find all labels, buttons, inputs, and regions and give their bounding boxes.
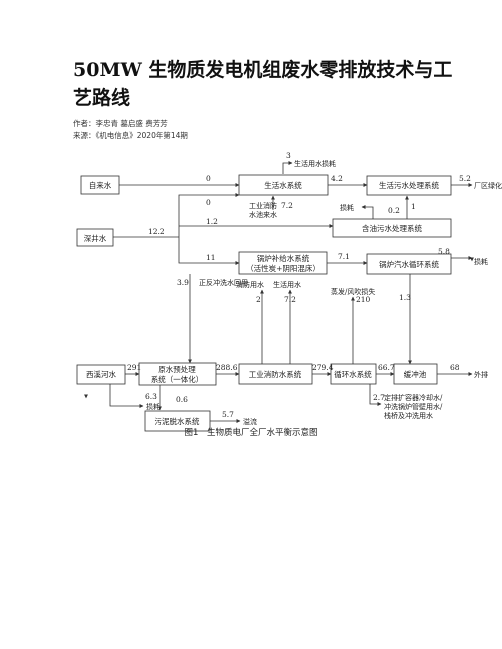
water-balance-diagram: 自来水 深井水 西溪河水 生活水系统 生活污水处理系统 含油污水处理系统 锅炉补… bbox=[76, 151, 502, 432]
note-overflow: 溢流 bbox=[243, 417, 257, 426]
flow-0-2: 0.2 bbox=[388, 206, 400, 215]
article-title-line2: 艺路线 bbox=[73, 87, 131, 109]
flow-0-tap: 0 bbox=[206, 174, 211, 183]
note-domestic-use: 生活用水 bbox=[273, 280, 301, 289]
svg-text:循环水系统: 循环水系统 bbox=[334, 369, 372, 379]
flow-3: 3 bbox=[286, 151, 291, 160]
box-sludge: 污泥脱水系统 bbox=[144, 410, 211, 432]
note-backwash: 正反冲洗水回用 bbox=[199, 278, 248, 287]
svg-text:原水预处理: 原水预处理 bbox=[158, 364, 196, 374]
svg-text:自来水: 自来水 bbox=[89, 180, 112, 190]
flow-6-3: 6.3 bbox=[145, 392, 157, 401]
flow-2-fire: 2 bbox=[256, 295, 261, 304]
note-plant-green: 厂区绿化 bbox=[474, 181, 502, 190]
svg-text:（活性炭+阴阳混床）: （活性炭+阴阳混床） bbox=[246, 263, 320, 273]
box-domestic-water: 生活水系统 bbox=[238, 174, 329, 196]
svg-text:含油污水处理系统: 含油污水处理系统 bbox=[362, 223, 422, 233]
note-fire-use: 消防用水 bbox=[236, 280, 264, 289]
box-boiler-steam: 锅炉汽水循环系统 bbox=[366, 253, 452, 275]
box-tap-water: 自来水 bbox=[80, 175, 120, 195]
svg-text:锅炉补给水系统: 锅炉补给水系统 bbox=[257, 253, 310, 263]
article-source: 来源：《机电信息》2020年第14期 bbox=[73, 131, 188, 140]
flow-68: 68 bbox=[450, 363, 460, 372]
note-sewage-loss: 损耗 bbox=[340, 203, 354, 212]
flow-7-2-domestic: 7.2 bbox=[284, 295, 296, 304]
flow-7-1: 7.1 bbox=[338, 252, 350, 261]
flow-66-7: 66.7 bbox=[378, 363, 395, 372]
flow-5-2: 5.2 bbox=[459, 174, 471, 183]
svg-text:西溪河水: 西溪河水 bbox=[86, 369, 116, 379]
note-evaporation: 蒸发/风吹损失 bbox=[331, 287, 375, 296]
note-domestic-loss: 生活用水损耗 bbox=[294, 159, 336, 168]
box-buffer-pool: 缓冲池 bbox=[393, 363, 438, 385]
box-xixi-river: 西溪河水 bbox=[76, 364, 126, 385]
svg-text:缓冲池: 缓冲池 bbox=[404, 369, 427, 379]
line-cooling-uses bbox=[369, 384, 382, 406]
svg-text:工业消防水系统: 工业消防水系统 bbox=[249, 369, 302, 379]
notes: 生活用水损耗 厂区绿化 工业消防 水池来水 损耗 正反冲洗水回用 损耗 消防用水… bbox=[146, 159, 502, 426]
boxes: 自来水 深井水 西溪河水 生活水系统 生活污水处理系统 含油污水处理系统 锅炉补… bbox=[76, 174, 452, 432]
note-fire-pool-1: 工业消防 bbox=[249, 201, 277, 210]
box-domestic-sewage: 生活污水处理系统 bbox=[366, 175, 452, 196]
note-cooling-2: 冲洗锅炉管壁用水/ bbox=[384, 402, 443, 411]
box-deep-well: 深井水 bbox=[76, 228, 114, 247]
flow-210: 210 bbox=[356, 295, 371, 304]
note-pre-loss: 损耗 bbox=[146, 402, 160, 411]
note-boiler-loss: 损耗 bbox=[474, 257, 488, 266]
flow-4-2: 4.2 bbox=[331, 174, 343, 183]
line-steam-exit-loss bbox=[451, 258, 466, 263]
note-cooling-3: 栈桥及冲洗用水 bbox=[384, 411, 433, 420]
article-authors: 作者：李忠青 墓启盛 费芳芳 bbox=[73, 119, 168, 128]
flow-0-6: 0.6 bbox=[176, 395, 188, 404]
flow-0-well: 0 bbox=[206, 198, 211, 207]
flow-1-oily: 1 bbox=[411, 202, 416, 211]
box-raw-pretreatment: 原水预处理 系统（一体化） bbox=[138, 362, 217, 386]
flow-2-7: 2.7 bbox=[373, 393, 385, 402]
note-fire-pool-2: 水池来水 bbox=[249, 210, 277, 219]
flow-279-4: 279.4 bbox=[312, 363, 334, 372]
figure-caption: 图1 生物质电厂全厂水平衡示意图 bbox=[184, 428, 318, 438]
svg-text:生活污水处理系统: 生活污水处理系统 bbox=[379, 180, 439, 190]
flow-lines bbox=[83, 161, 474, 423]
flow-5-7: 5.7 bbox=[222, 410, 234, 419]
note-discharge: 外排 bbox=[474, 370, 488, 379]
note-cooling-1: 定排扩容器冷却水/ bbox=[384, 393, 443, 402]
svg-text:系统（一体化）: 系统（一体化） bbox=[151, 374, 204, 384]
flow-12-2: 12.2 bbox=[148, 227, 165, 236]
line-pre-loss bbox=[109, 384, 144, 408]
svg-text:锅炉汽水循环系统: 锅炉汽水循环系统 bbox=[379, 259, 439, 269]
line-domestic-loss bbox=[282, 161, 293, 174]
line-deepwell-to-domestic bbox=[178, 193, 240, 237]
svg-text:污泥脱水系统: 污泥脱水系统 bbox=[155, 416, 200, 426]
flow-1-3: 1.3 bbox=[399, 293, 411, 302]
box-circulation: 循环水系统 bbox=[330, 363, 377, 385]
flow-11: 11 bbox=[206, 253, 216, 262]
flow-3-9: 3.9 bbox=[177, 278, 189, 287]
article-title: 50MW 生物质发电机组废水零排放技术与工 艺路线 bbox=[73, 56, 453, 112]
flow-291: 291 bbox=[127, 363, 141, 372]
svg-text:深井水: 深井水 bbox=[84, 233, 107, 243]
flow-5-8: 5.8 bbox=[438, 247, 450, 256]
flow-values: 3 0 4.2 5.2 0 7.2 1.2 0.2 1 12.2 11 7.1 … bbox=[127, 151, 471, 419]
flow-7-2-return: 7.2 bbox=[281, 201, 293, 210]
flow-1-2: 1.2 bbox=[206, 217, 218, 226]
line-deepwell-to-makeup bbox=[178, 237, 240, 265]
flow-288-6: 288.6 bbox=[216, 363, 238, 372]
article-title-line1: 50MW 生物质发电机组废水零排放技术与工 bbox=[73, 59, 453, 81]
line-pre-to-sludge bbox=[83, 384, 145, 417]
line-oily-loss bbox=[361, 205, 374, 219]
svg-text:生活水系统: 生活水系统 bbox=[264, 180, 302, 190]
box-fire-water: 工业消防水系统 bbox=[238, 363, 313, 385]
box-boiler-makeup: 锅炉补给水系统 （活性炭+阴阳混床） bbox=[238, 251, 328, 275]
box-oily-water: 含油污水处理系统 bbox=[332, 218, 452, 238]
line-pre-to-sludge-visible bbox=[85, 384, 138, 421]
